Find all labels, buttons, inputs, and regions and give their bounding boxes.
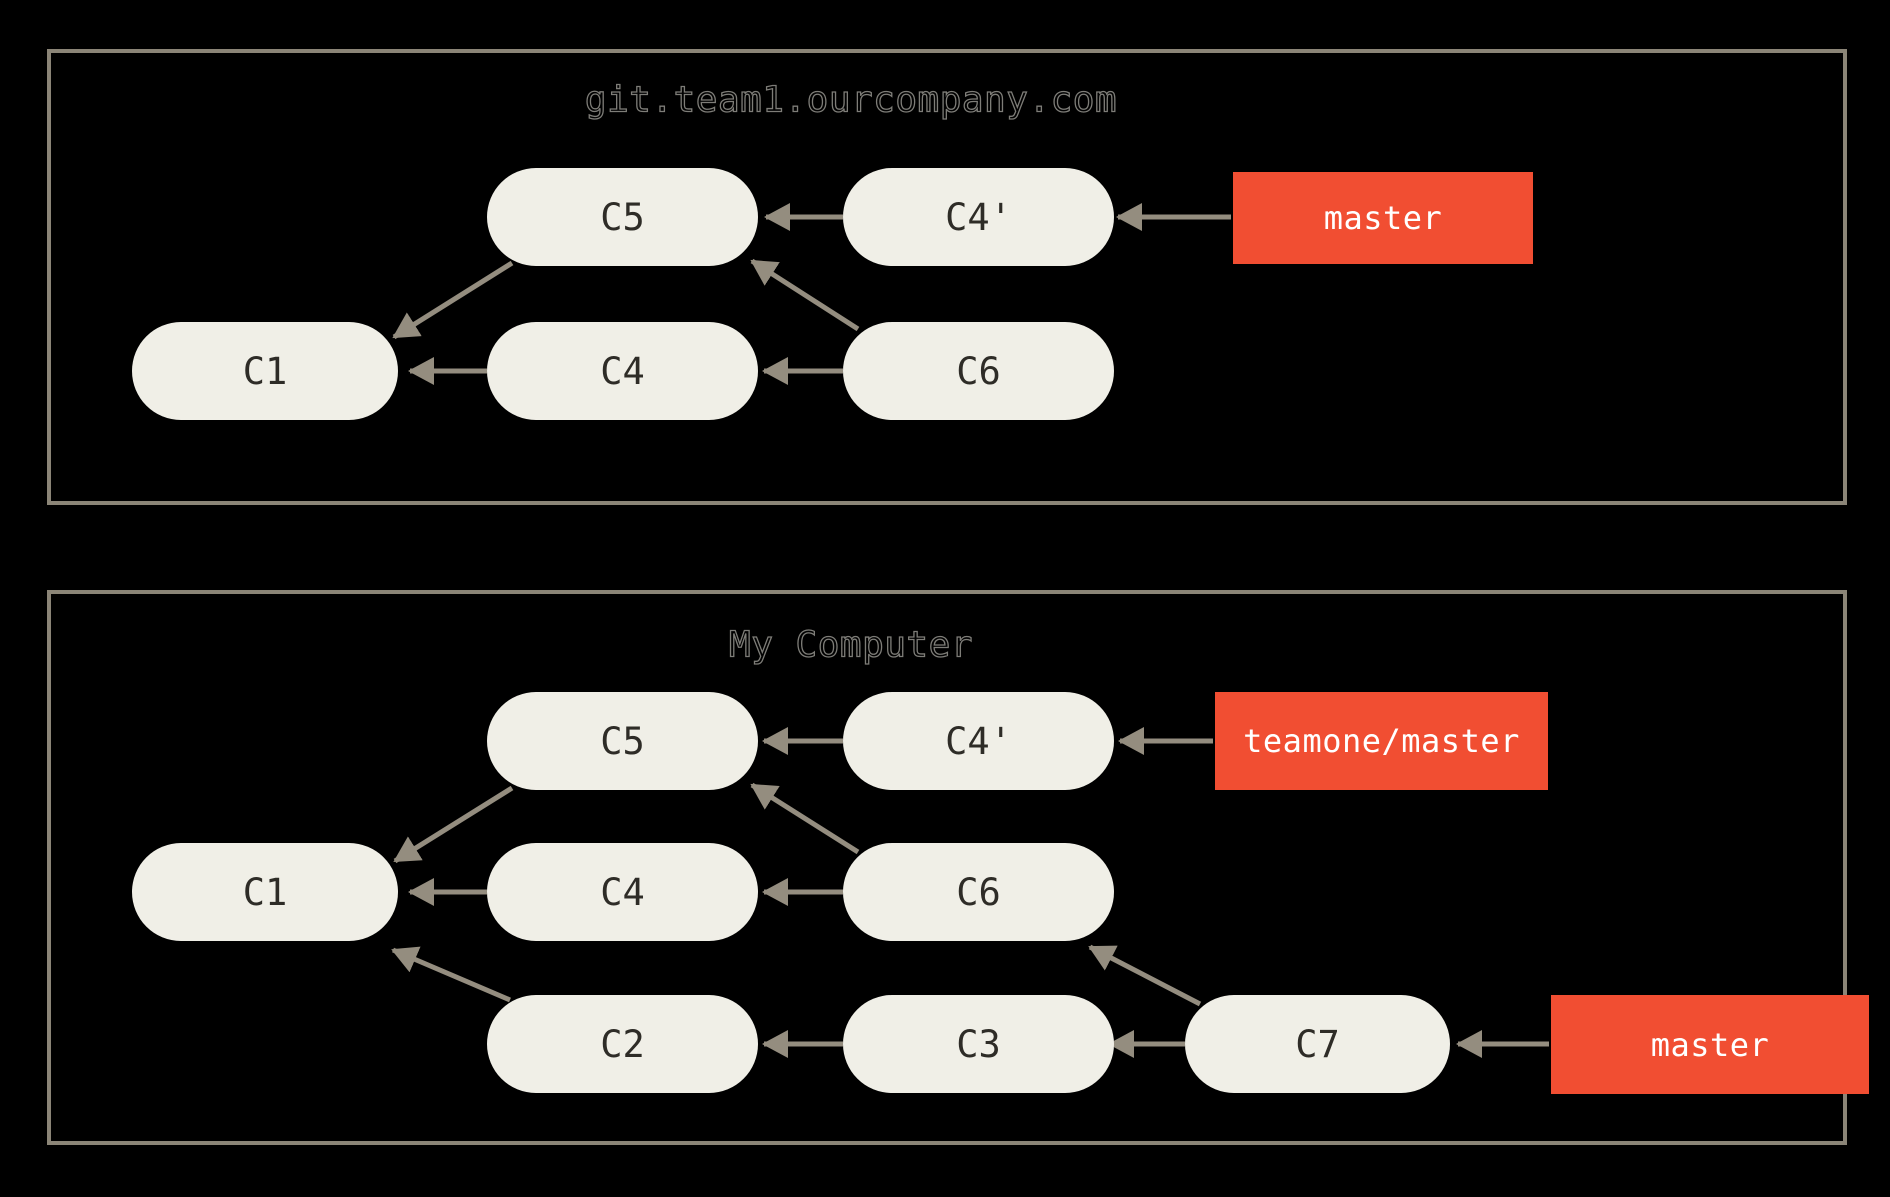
commit-node-remote-c4: C4 bbox=[487, 322, 758, 420]
commit-node-remote-c6: C6 bbox=[843, 322, 1114, 420]
arrow-local-c5-to-local-c1 bbox=[393, 785, 514, 864]
arrow-local-c2-to-local-c1 bbox=[391, 946, 511, 1003]
commit-node-local-c6: C6 bbox=[843, 843, 1114, 941]
remote-server-title: git.team1.ourcompany.com bbox=[584, 79, 1118, 121]
commit-node-local-c3: C3 bbox=[843, 995, 1114, 1093]
commit-node-remote-c1: C1 bbox=[132, 322, 398, 420]
commit-node-remote-c5: C5 bbox=[487, 168, 758, 266]
commit-node-local-c5: C5 bbox=[487, 692, 758, 790]
my-computer-title: My Computer bbox=[728, 624, 973, 666]
commit-node-local-c2: C2 bbox=[487, 995, 758, 1093]
commit-node-remote-c4p: C4' bbox=[843, 168, 1114, 266]
arrow-remote-c6-to-remote-c5 bbox=[750, 258, 860, 332]
remote-server-panel bbox=[47, 49, 1847, 505]
arrow-local-c6-to-local-c5 bbox=[750, 782, 860, 855]
commit-node-local-c7: C7 bbox=[1185, 995, 1450, 1093]
branch-label-local-master: master bbox=[1551, 995, 1869, 1094]
arrow-remote-c5-to-remote-c1 bbox=[392, 260, 514, 340]
branch-label-local-teamone-master: teamone/master bbox=[1215, 692, 1548, 790]
branch-label-remote-master: master bbox=[1233, 172, 1533, 264]
commit-node-local-c4: C4 bbox=[487, 843, 758, 941]
my-computer-panel bbox=[47, 590, 1847, 1145]
commit-node-local-c1: C1 bbox=[132, 843, 398, 941]
commit-node-local-c4p: C4' bbox=[843, 692, 1114, 790]
arrow-local-c7-to-local-c6 bbox=[1088, 944, 1202, 1007]
